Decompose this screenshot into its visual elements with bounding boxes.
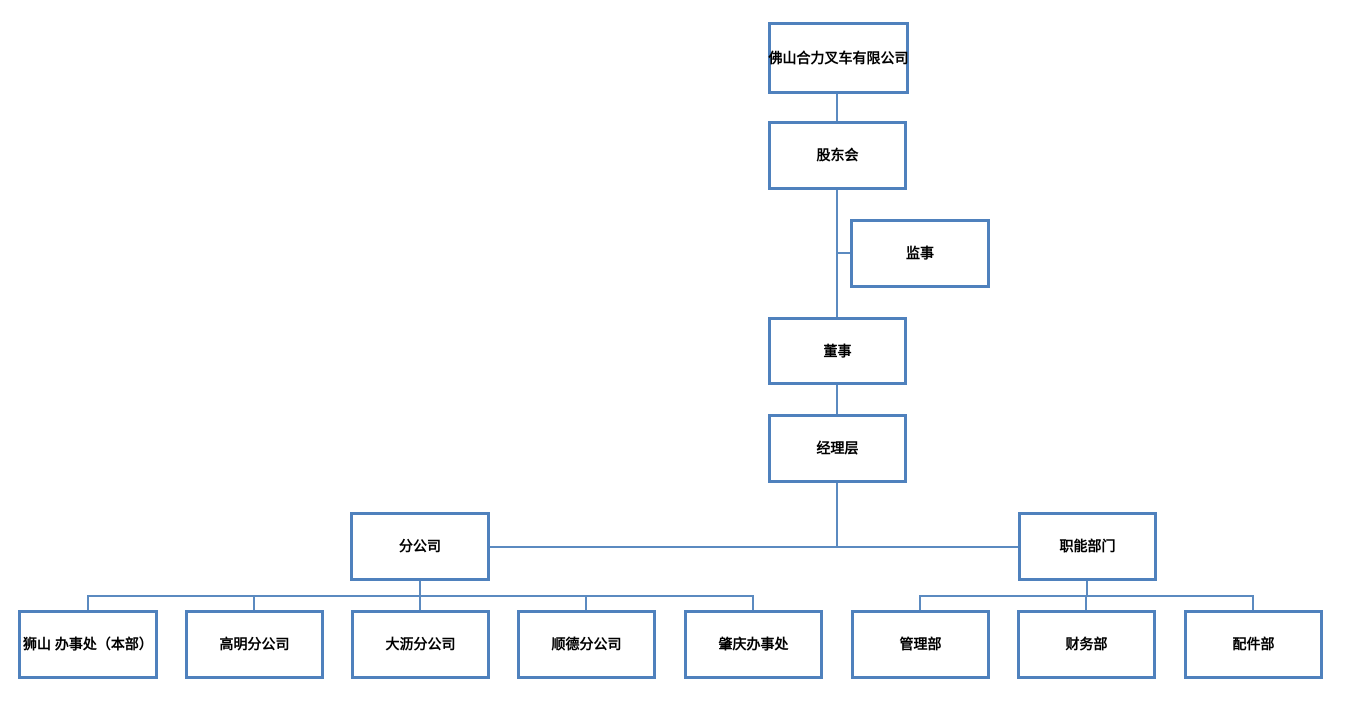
connector-functional-children-rail [919,595,1254,597]
org-node-zhaoqing: 肇庆办事处 [684,610,823,679]
connector-stub-shunde [585,597,587,610]
connector-branch-functional-rail [490,546,1018,548]
org-node-parts: 配件部 [1184,610,1323,679]
connector-stub-gaoming [253,597,255,610]
connector-director-management [836,385,838,414]
connector-company-shareholders [836,94,838,121]
connector-stub-shishan [87,597,89,610]
connector-branch-down [419,581,421,596]
connector-management-down [836,483,838,547]
org-node-branch: 分公司 [350,512,490,581]
connector-branch-children-rail [87,595,754,597]
org-node-shareholders: 股东会 [768,121,907,190]
org-node-finance: 财务部 [1017,610,1156,679]
connector-stub-zhaoqing [752,597,754,610]
org-node-supervisor: 监事 [850,219,990,288]
org-node-management: 经理层 [768,414,907,483]
org-node-shunde: 顺德分公司 [517,610,656,679]
connector-stub-parts [1252,597,1254,610]
connector-stub-finance [1085,597,1087,610]
connector-stub-supervisor [837,252,850,254]
connector-stub-dali [419,597,421,610]
connector-stub-admin [919,597,921,610]
org-node-gaoming: 高明分公司 [185,610,324,679]
org-node-director: 董事 [768,317,907,385]
org-node-functional: 职能部门 [1018,512,1157,581]
org-node-shishan: 狮山 办事处（本部） [18,610,158,679]
connector-functional-down [1086,581,1088,596]
org-node-admin: 管理部 [851,610,990,679]
org-node-company: 佛山合力叉车有限公司 [768,22,909,94]
org-node-dali: 大沥分公司 [351,610,490,679]
